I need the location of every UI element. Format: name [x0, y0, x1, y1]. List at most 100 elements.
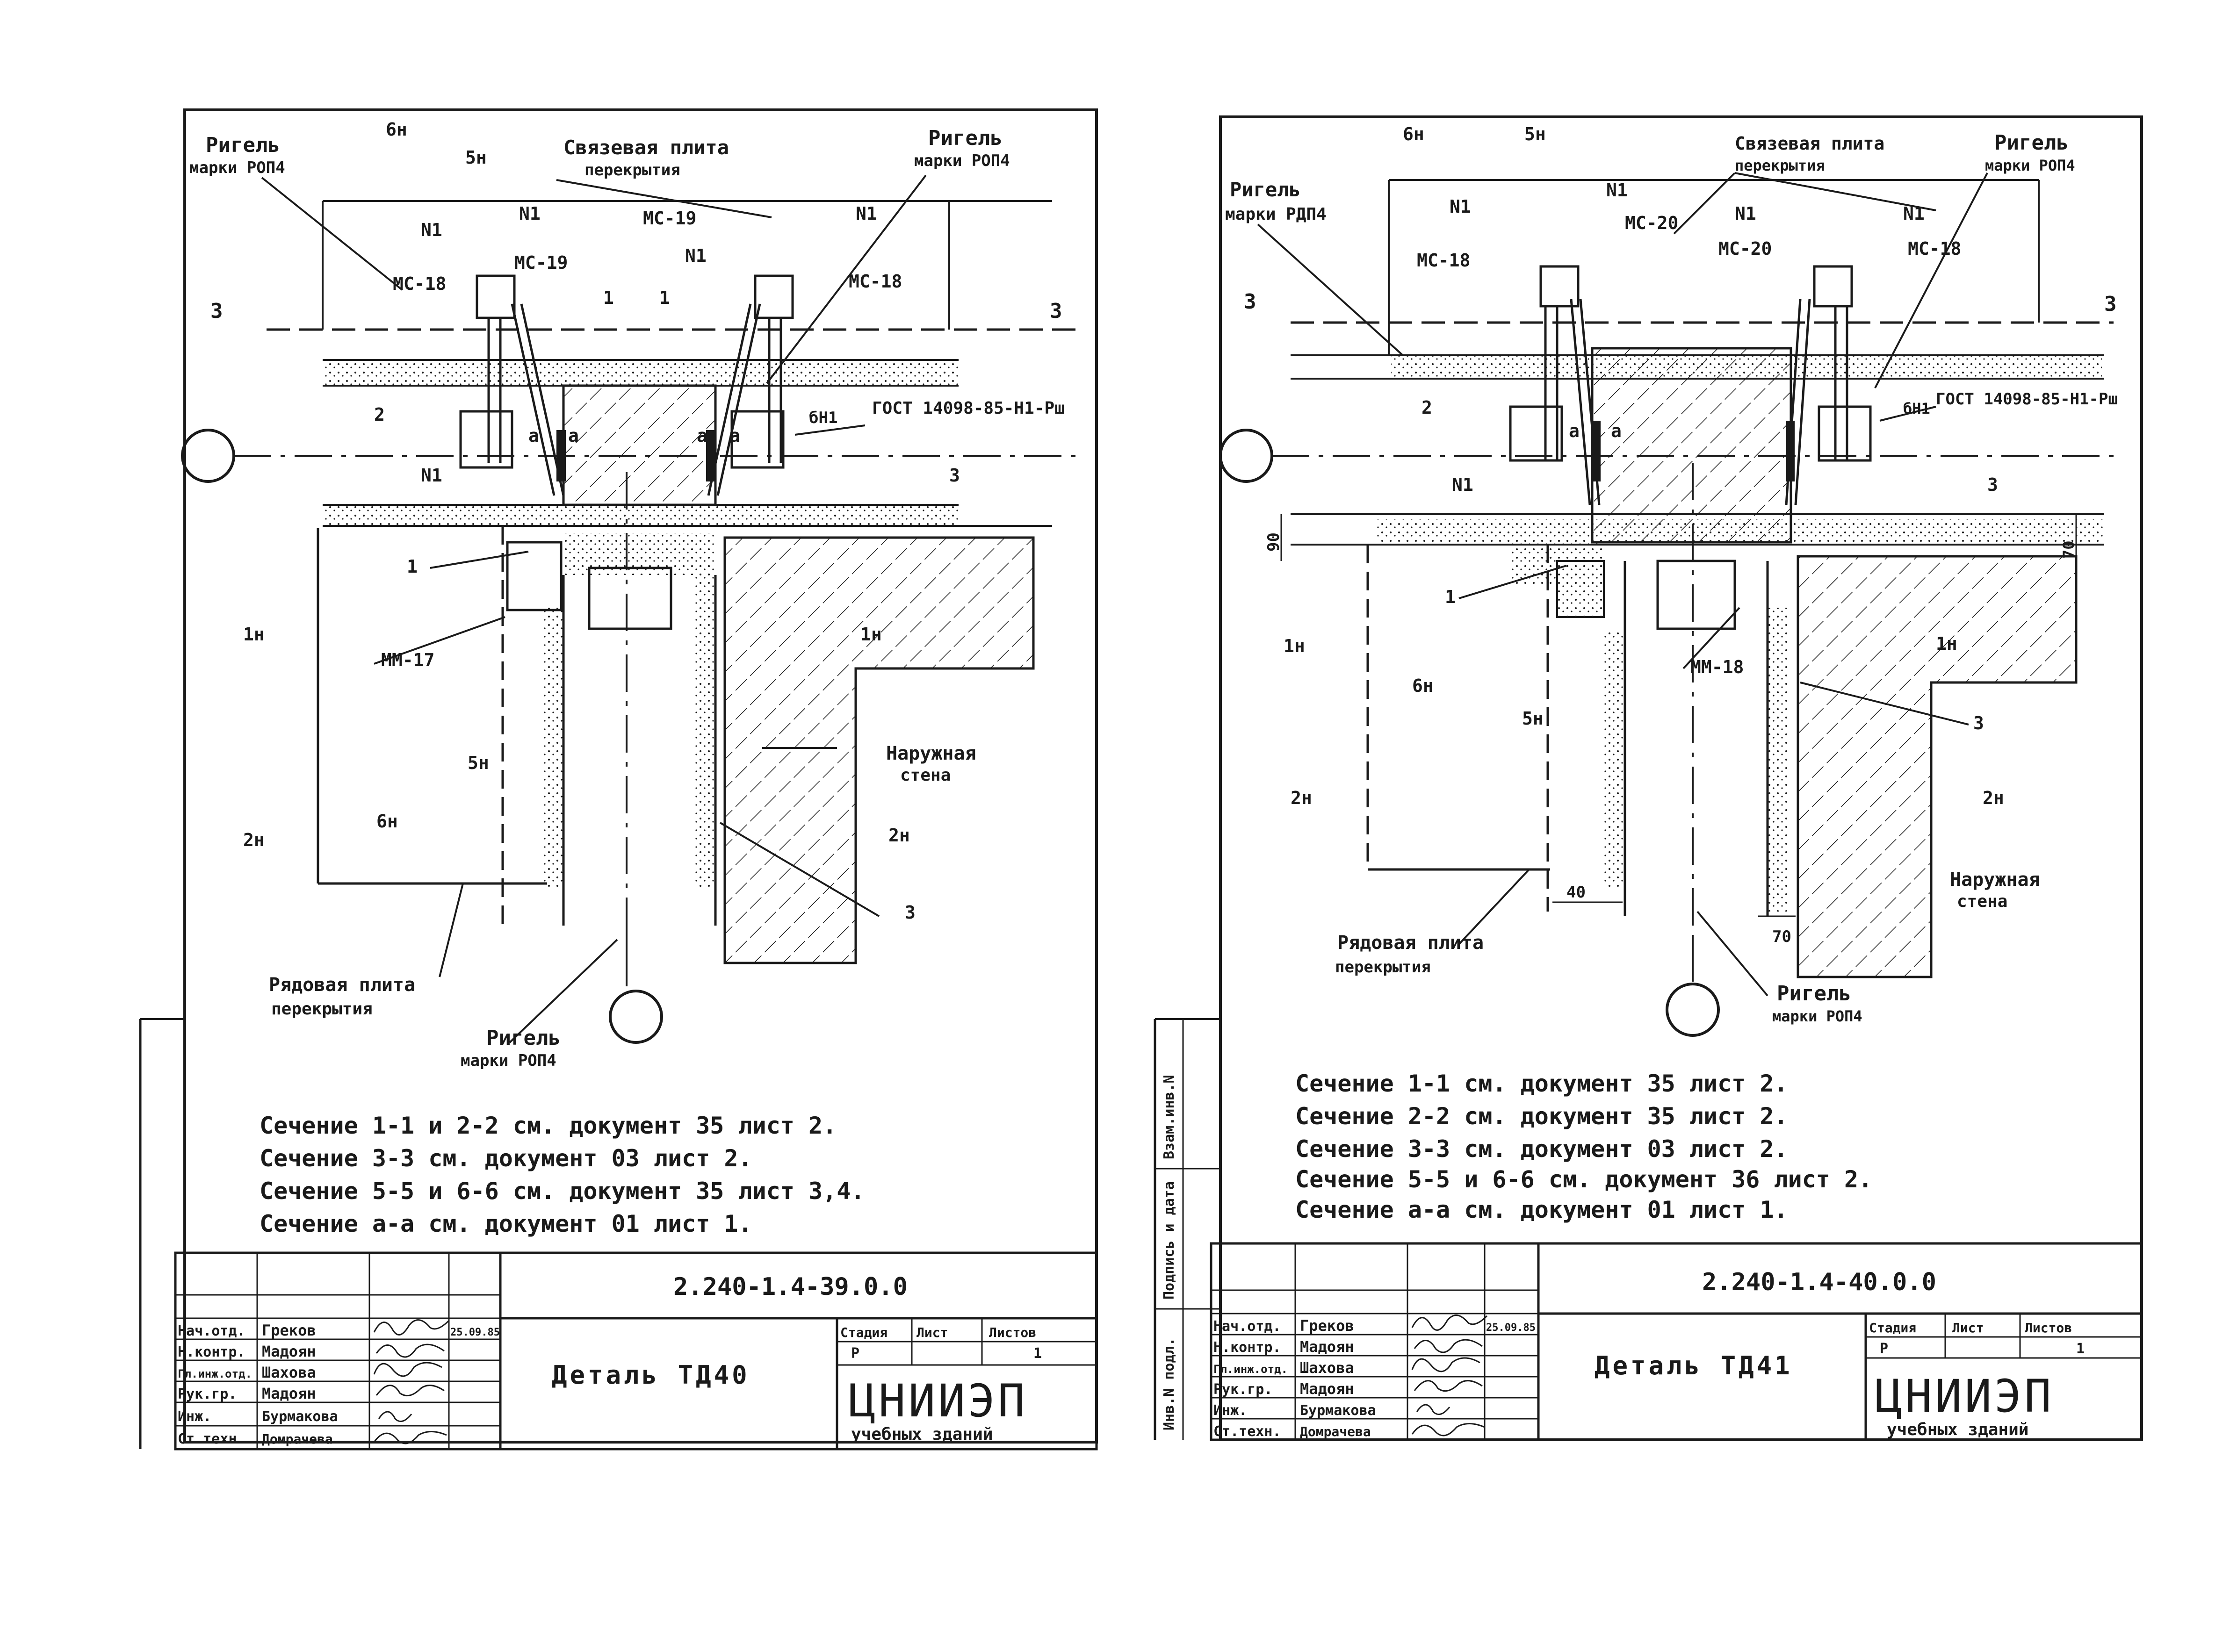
label-wall-sub: стена [900, 766, 951, 785]
signatures-td41 [1411, 1314, 1488, 1437]
note-1: Сечение 1-1 и 2-2 см. документ 35 лист 2… [260, 1112, 837, 1139]
stamp-role: Рук.гр. [178, 1386, 237, 1402]
stamp-role: Ст.техн. [178, 1431, 245, 1447]
anchor-block-left [459, 410, 513, 469]
stamp-sheets-value: 1 [1033, 1345, 1042, 1362]
note-3: Сечение 5-5 и 6-6 см. документ 35 лист 3… [260, 1178, 865, 1205]
doc-code-td41: 2.240-1.4-40.0.0 [1702, 1268, 1936, 1296]
stamp-stage-header: Стадия [1869, 1320, 1916, 1336]
label-cut-1h-right: 1н [1936, 633, 1957, 654]
label-cut-6h-bottom: 6н [376, 811, 398, 832]
label-cut-5h: 5н [465, 147, 487, 168]
stamp-stage-header: Стадия [840, 1325, 888, 1340]
stamp-role: Нач.отд. [178, 1323, 245, 1339]
axis-marker [1219, 429, 1273, 483]
stamp-name: Мадоян [1300, 1338, 1354, 1356]
label-rigel-bottom-mark: марки РОП4 [1772, 1007, 1862, 1025]
label-cut-2h-right: 2н [888, 825, 910, 846]
note-2: Сечение 2-2 см. документ 35 лист 2. [1295, 1103, 1788, 1130]
stamp-role: Инж. [178, 1408, 211, 1425]
label-rigel-right-mark: марки РОП4 [1985, 157, 2075, 174]
note-2: Сечение 3-3 см. документ 03 лист 2. [260, 1145, 752, 1172]
detail-title-td40: Деталь ТД40 [552, 1360, 750, 1390]
org-logo-td41: ЦНИИЭП [1875, 1370, 2054, 1422]
org-logo-td40: ЦНИИЭП [849, 1375, 1028, 1427]
stamp-name: Шахова [1300, 1359, 1354, 1377]
stamp-role: Нач.отд. [1213, 1318, 1281, 1335]
label-cut-1h-left: 1н [243, 624, 265, 645]
label-row-slab-sub: перекрытия [271, 999, 373, 1019]
label-n1-d: N1 [685, 245, 707, 266]
detail-title-td41: Деталь ТД41 [1595, 1351, 1793, 1380]
label-wall: Наружная [1950, 869, 2040, 891]
label-svyaz-sub: перекрытия [585, 161, 680, 180]
stamp-name: Греков [1300, 1317, 1354, 1335]
stamp-sheets-header: Листов [2025, 1320, 2072, 1336]
note-1: Сечение 1-1 см. документ 35 лист 2. [1295, 1070, 1788, 1097]
label-alpha-d: а [729, 425, 740, 446]
label-rigel-right: Ригель [928, 126, 1003, 150]
label-n1-e: N1 [1452, 474, 1473, 495]
dim-70-bottom: 70 [1772, 927, 1791, 946]
label-svyaz: Связевая плита [1735, 133, 1884, 154]
label-cut-2h-left: 2н [1291, 788, 1312, 808]
label-num-3-a: 3 [949, 465, 960, 486]
label-alpha-a: а [1569, 421, 1580, 441]
label-num-2: 2 [1422, 397, 1432, 418]
stamp-sheets-header: Листов [989, 1325, 1036, 1340]
anchor-block-left [1509, 405, 1563, 462]
label-n1-b: N1 [519, 203, 541, 224]
label-mc18-b: МС-18 [849, 271, 902, 292]
label-rigel-left-mark: марки РДП4 [1225, 205, 1327, 224]
stamp-name: Мадоян [1300, 1380, 1354, 1398]
stamp-sheet-header: Лист [1952, 1320, 1984, 1336]
label-cut-5h: 5н [1524, 124, 1546, 144]
label-n1-a: N1 [421, 220, 442, 240]
stamp-name: Шахова [262, 1364, 316, 1381]
label-cut-3-right: 3 [2104, 292, 2117, 316]
external-wall [723, 536, 1035, 964]
label-mc20-a: МС-20 [1625, 213, 1678, 233]
stamp-name: Домрачева [262, 1431, 333, 1447]
org-sub-td40: учебных зданий [851, 1425, 993, 1444]
stamp-name: Мадоян [262, 1343, 316, 1360]
stamp-role: Ст.техн. [1213, 1423, 1281, 1440]
axis-marker-bottom [1666, 983, 1720, 1037]
note-5: Сечение а-а см. документ 01 лист 1. [1295, 1196, 1788, 1223]
label-mc19-a: МС-19 [643, 208, 696, 229]
label-alpha-c: а [697, 425, 707, 446]
label-mc20-b: МС-20 [1718, 238, 1772, 259]
title-block-td40 [174, 1251, 1098, 1451]
column-core [1591, 347, 1792, 544]
doc-code-td40: 2.240-1.4-39.0.0 [673, 1273, 908, 1301]
stamp-role: Инж. [1213, 1402, 1247, 1419]
label-gost: ГОСТ 14098-85-Н1-Рш [872, 399, 1065, 418]
stamp-name: Греков [262, 1322, 316, 1339]
stamp-sheets-value: 1 [2076, 1341, 2085, 1357]
stamp-sheet-header: Лист [916, 1325, 948, 1340]
label-rigel-right-mark: марки РОП4 [914, 151, 1010, 170]
label-num-1: 1 [1445, 587, 1456, 607]
label-rigel-right: Ригель [1994, 131, 2069, 155]
label-row-slab: Рядовая плита [1337, 932, 1484, 954]
axis-marker [181, 429, 235, 483]
label-rigel-bottom: Ригель [1777, 982, 1851, 1006]
sheet-td40 [139, 108, 1098, 1449]
label-alpha-b: а [568, 425, 579, 446]
label-mc19-b: МС-19 [514, 252, 568, 273]
axis-marker-bottom [609, 990, 663, 1044]
stamp-name: Бурмакова [1300, 1402, 1376, 1419]
label-cut-6h-bottom: 6н [1412, 675, 1434, 696]
label-num-3-b: 3 [1973, 713, 1984, 733]
label-n1-c: N1 [1735, 203, 1756, 224]
label-rigel-left: Ригель [206, 133, 280, 157]
label-num-1-c: 1 [407, 556, 418, 577]
label-num-3-b: 3 [905, 902, 916, 923]
note-3: Сечение 3-3 см. документ 03 лист 2. [1295, 1135, 1788, 1163]
label-rigel-left-mark: марки РОП4 [189, 158, 285, 177]
label-wall-sub: стена [1957, 892, 2007, 911]
dim-70-top: 70 [2060, 540, 2078, 559]
side-stamp-vzam: Взам.инв.N [1161, 1075, 1177, 1159]
stamp-date: 25.09.85 [1486, 1322, 1536, 1334]
